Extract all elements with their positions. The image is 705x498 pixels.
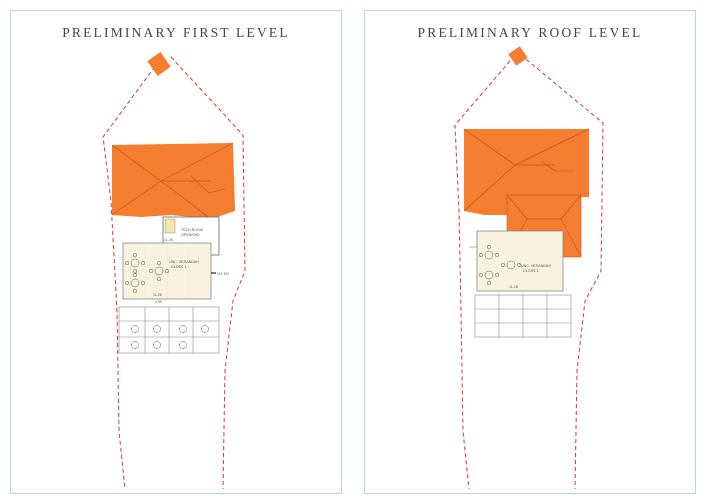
- lower-deck: [474, 294, 572, 338]
- dimension-label: 11.26: [153, 293, 162, 297]
- verandah-label: UNC. VERANDAH: [169, 260, 199, 264]
- verandah-sublabel: GLOSS 1: [523, 269, 538, 273]
- entry-block: [508, 46, 528, 66]
- panel-title: PRELIMINARY ROOF LEVEL: [417, 25, 643, 40]
- room-label: TECH ROOM: [181, 228, 203, 232]
- verandah-label: UNC. VERANDAH: [521, 264, 551, 268]
- verandah-deck: UNC. VERANDAH GLOSS 1 11.26 4.90 N.1 SO: [122, 242, 229, 304]
- verandah-deck: UNC. VERANDAH GLOSS 1 11.26: [469, 230, 564, 292]
- entry-block: [147, 52, 171, 76]
- dimension-label: 4.90: [155, 300, 162, 304]
- first-level-plan: TECH ROOM OPEN/SHD 11.26 UNC. VERANDAH G…: [102, 52, 246, 490]
- room-code: 11.26: [164, 238, 173, 242]
- main-roof: [463, 128, 590, 215]
- room-sublabel: OPEN/SHD: [181, 233, 200, 237]
- roof-level-plan: UNC. VERANDAH GLOSS 1 11.26: [454, 46, 604, 490]
- property-boundary: [102, 56, 246, 490]
- side-label: N.1 SO: [217, 272, 229, 276]
- dimension-label: 11.26: [509, 285, 518, 289]
- first-level-panel: PRELIMINARY FIRST LEVEL TECH ROOM OPEN/S…: [10, 10, 342, 494]
- verandah-sublabel: GLOSS 1: [171, 265, 186, 269]
- lower-deck: [118, 306, 220, 354]
- main-roof: [111, 142, 235, 220]
- property-boundary: [454, 54, 604, 490]
- panel-title: PRELIMINARY FIRST LEVEL: [62, 25, 290, 40]
- roof-level-panel: PRELIMINARY ROOF LEVEL: [364, 10, 696, 494]
